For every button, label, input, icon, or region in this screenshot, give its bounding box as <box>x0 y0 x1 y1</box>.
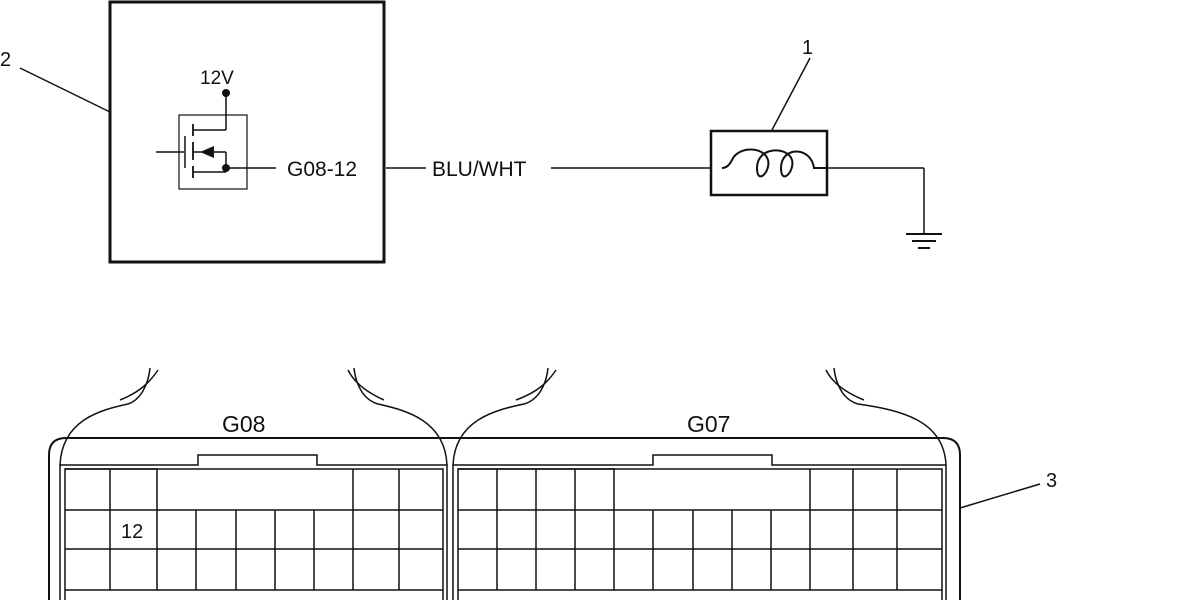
control-module-box <box>108 0 386 264</box>
connector-g08-label: G08 <box>222 411 265 437</box>
pin-label: G08-12 <box>287 158 357 181</box>
connector-g07-label: G07 <box>687 411 730 437</box>
callout-2-label: 2 <box>0 49 11 71</box>
mosfet-driver-symbol <box>156 89 276 190</box>
callout-3-leader <box>959 483 1041 509</box>
ground-icon <box>906 233 942 249</box>
connector-g07 <box>452 367 947 600</box>
wire-color-label: BLU/WHT <box>432 158 527 181</box>
solenoid-box <box>709 129 829 197</box>
supply-voltage-label: 12V <box>200 68 234 89</box>
connector-housing <box>48 437 961 600</box>
connector-pin-12-label: 12 <box>121 521 143 543</box>
callout-2-leader <box>19 67 111 113</box>
callout-1-leader <box>771 57 811 131</box>
connector-g08 <box>59 367 448 600</box>
coil-icon <box>721 148 827 178</box>
callout-1-label: 1 <box>802 37 813 59</box>
callout-3-label: 3 <box>1046 470 1057 492</box>
